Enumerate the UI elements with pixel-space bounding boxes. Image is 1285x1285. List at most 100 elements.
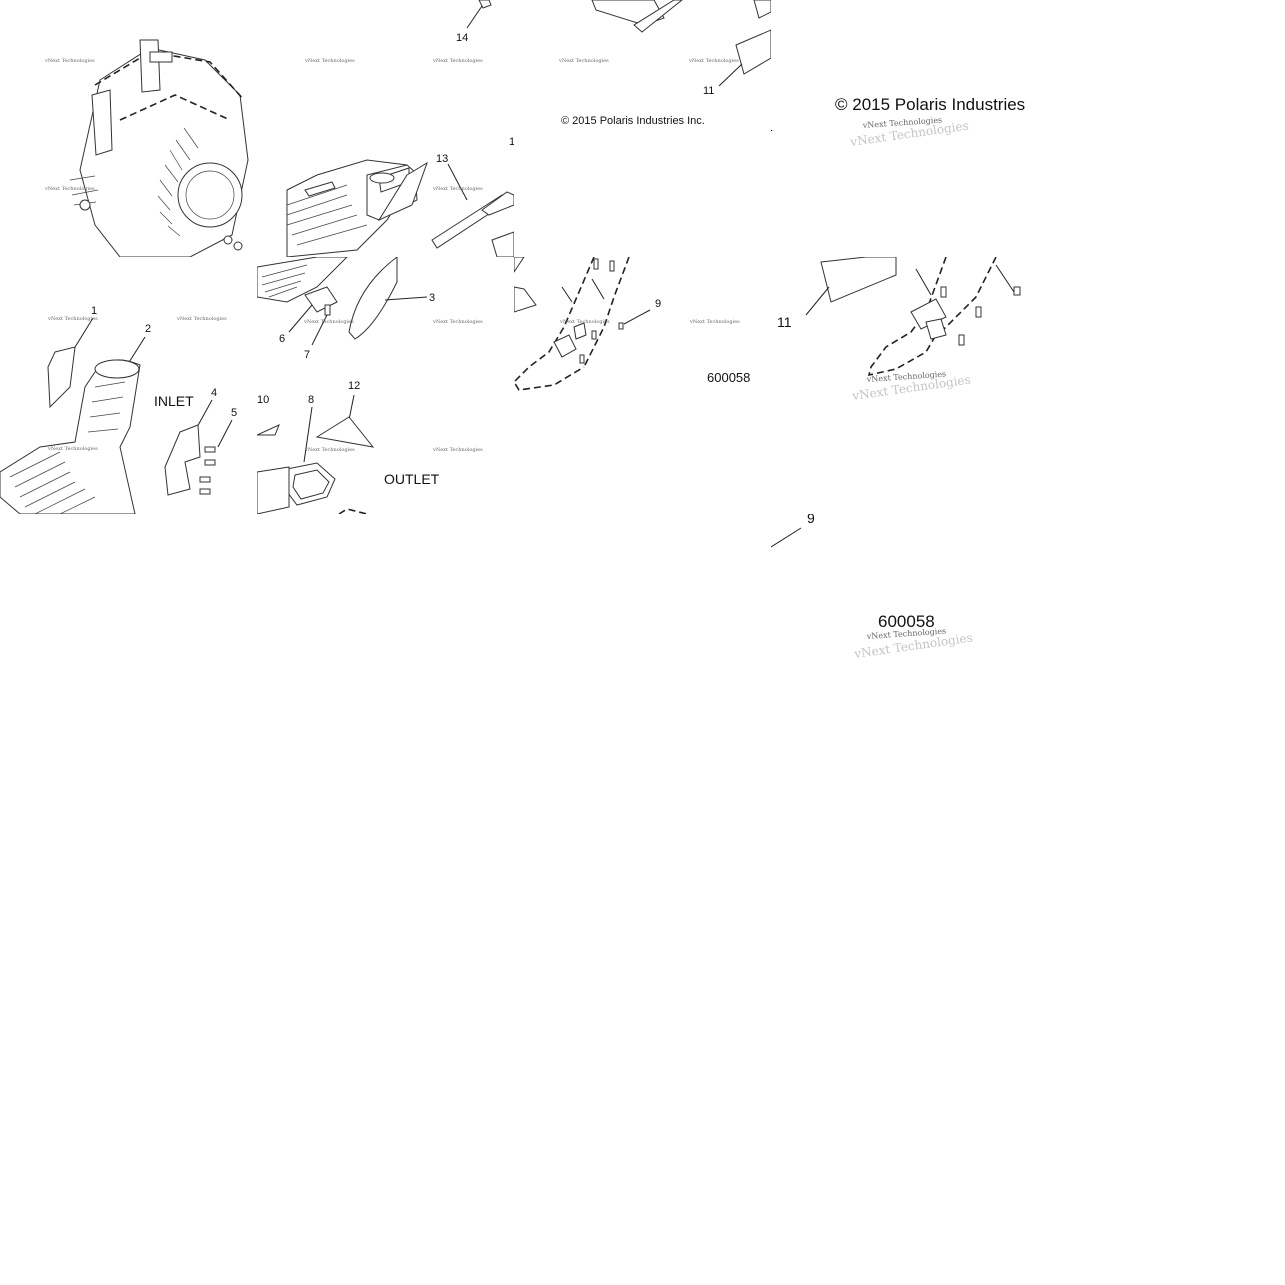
fan-housing-dashed-edge (119, 94, 231, 121)
watermark: vNext Technologies (432, 319, 483, 325)
callout-4: 4 (211, 387, 217, 399)
tile-diagram-number-detail: 9 600058 vNext Technologies vNext Techno… (771, 514, 1028, 771)
callout-11: 11 (777, 314, 792, 330)
part-11-plate (735, 29, 771, 75)
tile-heat-shield: 9 600058 vNext Technologies vNext Techno… (514, 257, 771, 514)
part-7-screw (324, 304, 331, 316)
bracket-fragment (491, 231, 514, 257)
duct-mouth (94, 359, 140, 379)
callout-fragment: 1 (509, 136, 514, 148)
mount-bolt (79, 199, 91, 211)
leader-7 (311, 314, 328, 346)
callout-5: 5 (231, 407, 237, 419)
shield-pin (609, 260, 615, 272)
callout-14: 14 (456, 32, 468, 44)
shield-clip (553, 334, 577, 358)
fan-cover-inner (185, 170, 235, 220)
callout-9: 9 (655, 298, 661, 310)
copyright-notice-large: © 2015 Polaris Industries Inc. (835, 95, 1028, 114)
engine-assembly-drawing: vNext Technologies vNext Technologies (44, 39, 249, 257)
part-5-screw (199, 476, 211, 483)
part-10-strip (257, 424, 280, 436)
heat-shield-detail-drawing: 11 vNext Technologies vNext Technologies (777, 257, 1021, 403)
watermark: vNext Technologies (304, 58, 355, 64)
leader-13 (447, 163, 468, 201)
leader-11 (718, 63, 743, 87)
shield-pin (579, 354, 585, 364)
callout-12: 12 (348, 380, 360, 392)
watermark: vNext Technologies (432, 186, 483, 192)
part-1-filter (47, 346, 76, 409)
callout-7: 7 (304, 349, 310, 361)
bolt (233, 241, 243, 251)
tile-airbox: 14 13 1 vNext Technologies vNext Technol… (257, 0, 514, 257)
watermark: vNext Technologies (47, 316, 98, 322)
part-4-bracket (164, 424, 201, 496)
outlet-label: OUTLET (384, 471, 440, 487)
airbox-drawing: 14 13 1 vNext Technologies vNext Technol… (286, 0, 514, 257)
leader-9 (995, 264, 1015, 293)
part-5-screw (204, 459, 216, 466)
leader-1 (71, 317, 94, 353)
leader-3 (384, 296, 428, 301)
shield-pin (940, 286, 947, 298)
part-9-screw (1013, 286, 1021, 296)
watermark: vNext Technologies (304, 447, 355, 453)
leader-9 (771, 527, 802, 548)
watermark: vNext Technologies (688, 58, 739, 64)
callout-1: 1 (91, 305, 97, 317)
diagram-number: 600058 (707, 370, 750, 385)
callout-8: 8 (308, 394, 314, 406)
watermark: vNext Technologies (47, 446, 98, 452)
leader-14 (466, 5, 483, 29)
leader-9 (623, 309, 651, 325)
shield-clip (573, 322, 587, 340)
tile-gasket-detail: 6 7 3 10 8 12 OUTLET vNext Technologies … (257, 257, 514, 514)
callout-13: 13 (436, 153, 448, 165)
watermark: vNext Technologies (303, 319, 354, 325)
duct-ribs (9, 451, 96, 514)
shield-pin (591, 330, 597, 340)
diagram-number-detail: 9 600058 vNext Technologies vNext Techno… (771, 514, 973, 661)
leader (591, 278, 605, 300)
inlet-duct-drawing: 1 2 INLET 4 5 vNext Technologies vNext T… (0, 305, 237, 514)
watermark: vNext Technologies (432, 447, 483, 453)
leader-11 (805, 286, 830, 316)
part-11-plate (820, 257, 897, 303)
part-3-gasket (348, 257, 398, 340)
airbox-tab (304, 181, 336, 197)
watermark: vNext Technologies (44, 58, 95, 64)
side-bracket (91, 89, 113, 156)
duct-ribs (261, 264, 308, 298)
fan-cover (177, 162, 243, 228)
duct-fragment (257, 257, 348, 303)
cover-plates-drawing: 11 © 2015 Polaris Industries Inc. vNext … (558, 0, 771, 127)
clip-fragment (481, 191, 514, 216)
shield-outline-right (583, 257, 630, 368)
callout-2: 2 (145, 323, 151, 335)
strip-fragment (633, 0, 683, 33)
copyright-detail: 1 © 2015 Polaris Industries Inc. vNext T… (771, 95, 1028, 149)
heat-shield-drawing: 9 600058 vNext Technologies vNext Techno… (514, 257, 750, 391)
callout-10: 10 (257, 394, 269, 406)
leader-12 (348, 394, 355, 421)
shield-pin (975, 306, 982, 318)
callout-9: 9 (807, 514, 815, 526)
part-8-seal-inner (292, 469, 330, 500)
dashed-fragment (338, 508, 368, 514)
callout-3: 3 (429, 292, 435, 304)
clamp (149, 51, 173, 63)
leader-8 (303, 406, 313, 463)
watermark: vNext Technologies (432, 58, 483, 64)
leader-4 (195, 399, 213, 430)
duct-fragment-lower (257, 466, 290, 514)
diagram-number-large: 600058 (878, 612, 935, 631)
airbox-side (377, 161, 428, 222)
part-fragment (514, 286, 537, 313)
leader (561, 286, 573, 303)
shield-outline-left (514, 257, 595, 391)
airbox-port (369, 172, 395, 184)
copyright-notice: © 2015 Polaris Industries Inc. (561, 115, 705, 127)
leader-5 (217, 419, 233, 448)
